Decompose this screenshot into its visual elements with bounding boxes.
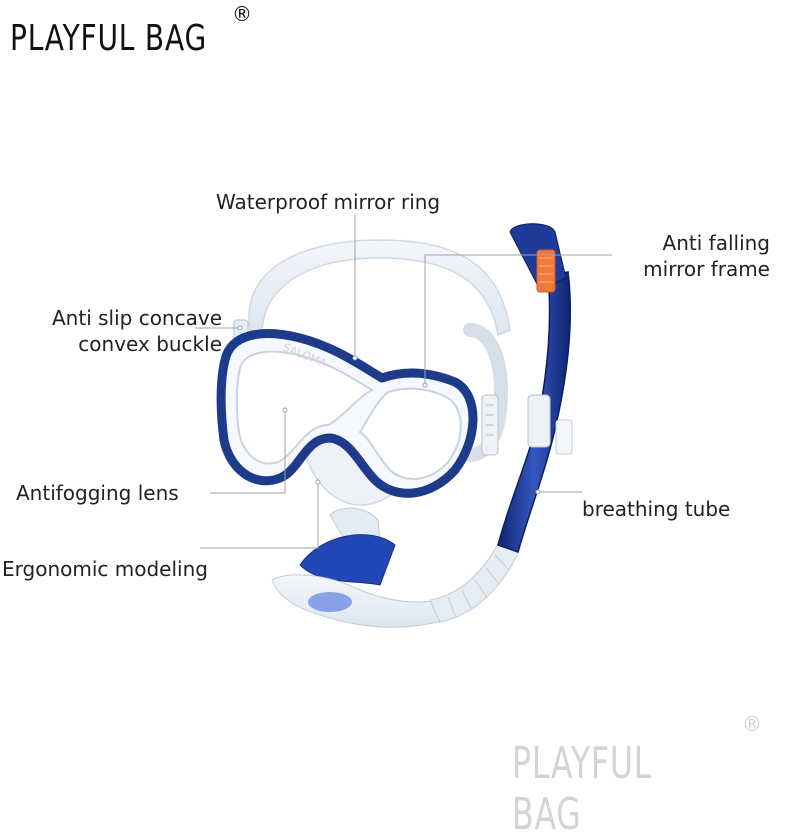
label-anti-falling-line1: Anti falling [662,231,770,255]
brand-logo-top: PLAYFUL BAG [10,18,207,59]
registered-mark-top: ® [232,2,253,26]
label-ergonomic-modeling: Ergonomic modeling [2,557,208,581]
dry-top-valve [509,223,567,293]
strap-buckle-right [481,394,499,456]
mask-frame: SALOMA [216,329,478,498]
label-waterproof-mirror-ring: Waterproof mirror ring [216,190,441,214]
label-anti-falling-mirror-frame: Anti falling mirror frame [612,230,770,282]
label-anti-falling-line2: mirror frame [643,257,770,281]
snorkel-tube [497,271,573,553]
flex-hose [429,539,521,623]
mouthpiece [271,507,446,628]
label-antifogging-lens: Antifogging lens [16,481,179,505]
label-anti-slip-buckle: Anti slip concave convex buckle [12,305,222,357]
label-anti-slip-line2: convex buckle [78,332,222,356]
callout-lines [195,215,612,549]
tube-clip [527,394,551,448]
label-breathing-tube: breathing tube [582,497,731,521]
registered-mark-bottom: ® [742,712,763,736]
snorkel-set-illustration: SALOMA [195,215,612,628]
label-anti-slip-line1: Anti slip concave [52,306,222,330]
